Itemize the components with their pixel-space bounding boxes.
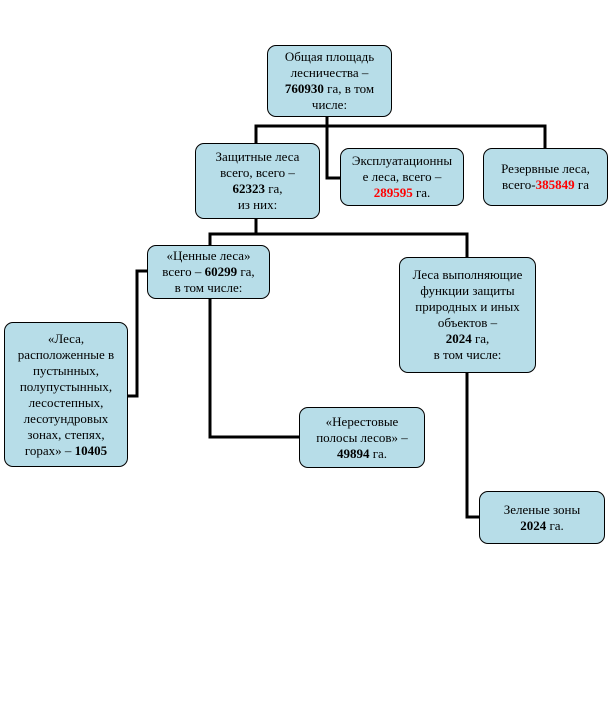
node-protective-unit: га, <box>264 181 283 196</box>
node-exploitation-line3: 289595 га. <box>374 185 431 201</box>
node-functions-line2: функции защиты <box>420 283 515 298</box>
node-exploitation-line1: Эксплуатационны <box>351 153 453 168</box>
connector-to-spawning <box>208 297 301 439</box>
node-valuable-line2: всего – 60299 га, <box>162 264 254 280</box>
connector-to-desert <box>126 269 150 398</box>
node-desert-line8: горах» – 10405 <box>25 443 107 459</box>
node-valuable-forests: «Ценные леса» всего – 60299 га, в том чи… <box>147 245 270 299</box>
node-valuable-line3: в том числе: <box>174 280 243 295</box>
node-total-line3: 760930 га, в том <box>285 81 374 97</box>
node-protective-forests: Защитные леса всего, всего – 62323 га, и… <box>195 143 320 219</box>
node-functions-line1: Леса выполняющие <box>412 267 523 282</box>
node-protection-function-forests: Леса выполняющие функции защиты природны… <box>399 257 536 373</box>
node-reserve-line1: Резервные леса, <box>501 161 590 176</box>
node-reserve-prefix: всего- <box>502 177 536 192</box>
connector-to-green <box>465 371 481 519</box>
node-spawning-line3: 49894 га. <box>337 446 387 462</box>
node-total-line1: Общая площадь <box>284 49 375 64</box>
node-desert-line1: «Леса, <box>47 330 85 346</box>
node-valuable-prefix: всего – <box>162 264 205 279</box>
node-protective-line2: всего, всего – <box>220 165 295 180</box>
node-functions-line3: природных и иных <box>415 299 520 314</box>
node-reserve-line2: всего-385849 га <box>502 177 589 193</box>
node-exploitation-forests: Эксплуатационны е леса, всего – 289595 г… <box>340 148 464 206</box>
node-protective-line4: из них: <box>237 197 278 212</box>
node-green-zones: Зеленые зоны 2024 га. <box>479 491 605 544</box>
node-desert-line2: расположенные в <box>17 346 115 362</box>
node-protective-line1: Защитные леса <box>215 149 300 164</box>
node-spawning-line1: «Нерестовые <box>325 413 399 429</box>
node-spawning-strip-forests: «Нерестовые полосы лесов» – 49894 га. <box>299 407 425 468</box>
node-desert-value: 10405 <box>74 442 108 458</box>
node-valuable-line1: «Ценные леса» <box>166 248 251 263</box>
node-valuable-unit: га, <box>237 264 255 279</box>
node-reserve-unit: га <box>574 177 589 192</box>
node-desert-prefix: горах» – <box>24 442 75 458</box>
node-functions-unit: га, <box>471 331 490 346</box>
node-total-value: 760930 <box>284 81 324 96</box>
node-total-line2: лесничества – <box>290 65 369 80</box>
node-green-value: 2024 <box>520 517 547 533</box>
node-functions-line4: объектов – <box>437 315 498 330</box>
node-green-unit: га. <box>546 517 564 533</box>
node-exploitation-value: 289595 <box>373 185 413 200</box>
node-spawning-line2: полосы лесов» – <box>316 429 408 445</box>
node-reserve-value: 385849 <box>535 177 575 192</box>
node-desert-line4: полупустынных, <box>19 378 113 394</box>
node-spawning-unit: га. <box>369 445 388 461</box>
node-exploitation-line2: е леса, всего – <box>362 169 442 184</box>
node-spawning-value: 49894 <box>336 445 370 461</box>
node-protective-line3: 62323 га, <box>232 181 282 197</box>
node-functions-value: 2024 <box>445 331 472 346</box>
node-desert-line7: зонах, степях, <box>27 426 105 442</box>
node-reserve-forests: Резервные леса, всего-385849 га <box>483 148 608 206</box>
node-desert-line6: лесотундровых <box>23 410 109 426</box>
node-total-line4: числе: <box>311 97 348 112</box>
node-total-unit: га, в том <box>323 81 375 96</box>
connector-to-exploitation <box>325 124 342 180</box>
node-exploitation-unit: га. <box>412 185 431 200</box>
node-green-line1: Зеленые зоны <box>503 501 581 517</box>
node-desert-line3: пустынных, <box>32 362 100 378</box>
node-valuable-value: 60299 <box>204 264 238 279</box>
node-functions-line5: 2024 га, <box>446 331 490 347</box>
node-total-forestry-area: Общая площадь лесничества – 760930 га, в… <box>267 45 392 117</box>
node-protective-value: 62323 <box>232 181 265 196</box>
node-desert-steppe-forests: «Леса, расположенные в пустынных, полупу… <box>4 322 128 467</box>
node-desert-line5: лесостепных, <box>28 394 104 410</box>
node-functions-line6: в том числе: <box>433 347 502 362</box>
node-green-line2: 2024 га. <box>520 518 564 534</box>
